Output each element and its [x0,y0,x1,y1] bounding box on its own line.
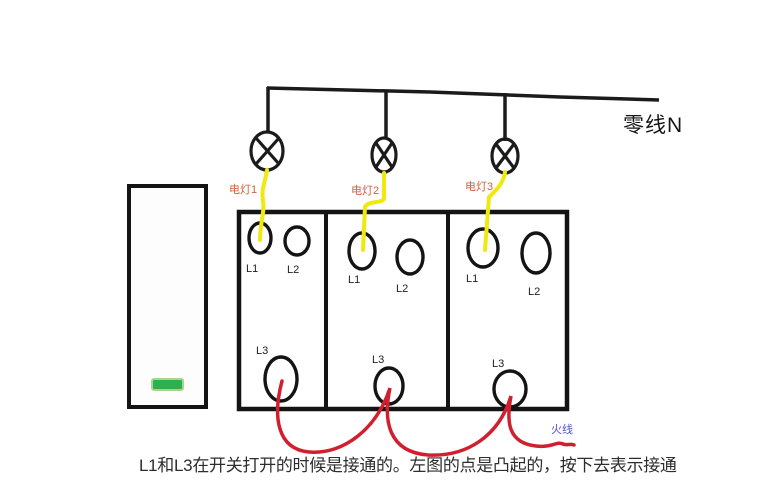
indicator-bar [151,378,184,391]
terminal-b2-l1-label: L1 [348,274,361,286]
terminal-b1-l3-label: L3 [256,345,269,357]
terminal-b3-l1-label: L1 [466,273,479,285]
neutral-wire [266,86,660,141]
caption-text: L1和L3在开关打开的时候是接通的。左图的点是凸起的，按下去表示接通 [139,456,677,475]
lamp3-wire [483,170,507,252]
live-wire [275,379,576,457]
lamp2-icon [370,136,398,174]
terminal-b2-l3-label: L3 [372,354,385,366]
lamp1-wire [258,168,269,242]
terminal-b3-l1 [466,227,500,269]
lamp1-icon [249,130,285,172]
terminal-b1-l3 [263,355,299,403]
lamp2-wire [361,171,386,252]
terminal-b1-l2 [283,225,311,257]
lamp3-icon [490,137,520,175]
terminal-b3-l2-label: L2 [528,286,541,298]
lamp-wires [258,168,507,252]
terminal-b2-l2-label: L2 [396,283,409,295]
lamp2-label: 电灯2 [351,185,380,197]
neutral-line-label: 零线N [623,114,684,137]
live-wire-label: 火线 [551,424,573,436]
terminal-b1-l2-label: L2 [287,264,300,276]
switch3-terminals [466,227,552,409]
terminal-b2-l2 [395,238,425,276]
lamp1-label: 电灯1 [229,184,258,196]
terminal-b3-l3-label: L3 [492,358,505,370]
switch-plate [127,184,208,409]
lamp3-label: 电灯3 [465,181,494,193]
terminal-b3-l2 [520,231,552,275]
terminal-b1-l1-label: L1 [246,263,259,275]
